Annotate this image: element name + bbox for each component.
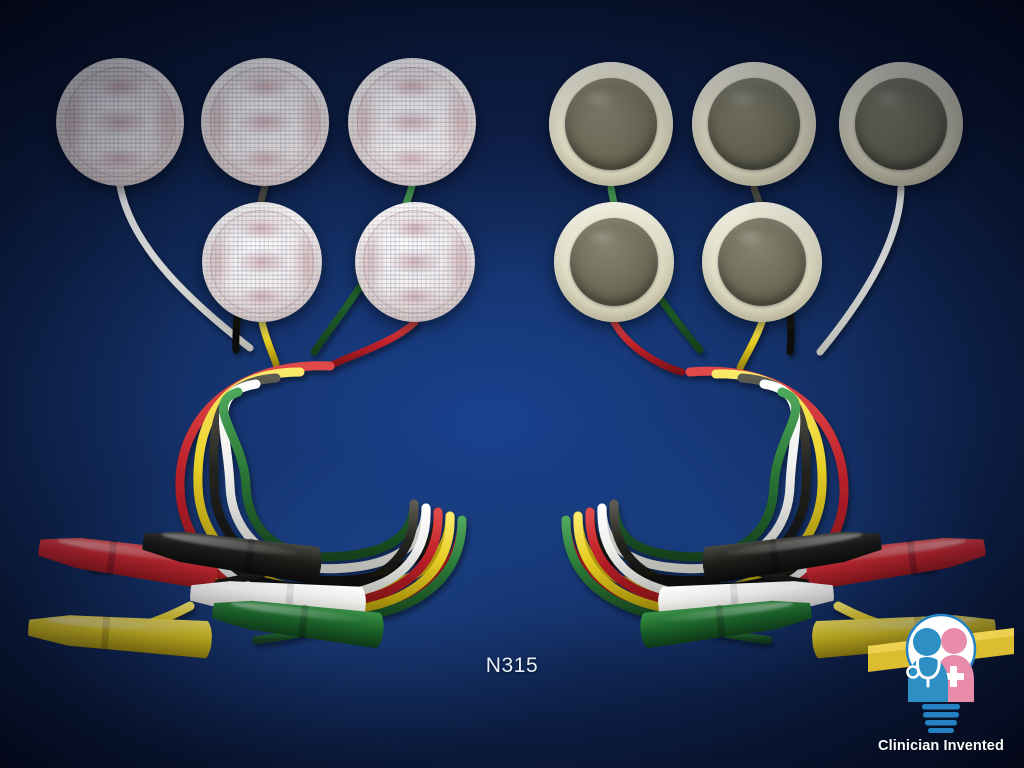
medical-cross-icon (943, 666, 964, 687)
logo-figure-blue-head (913, 628, 941, 656)
brand-logo-text: Clinician Invented (878, 738, 1004, 754)
logo-bulb-base (922, 704, 960, 733)
logo-figure-pink-head (941, 628, 967, 654)
lightbulb-logo-icon (868, 613, 1014, 733)
product-code-label: N315 (485, 654, 539, 677)
brand-logo[interactable]: Clinician Invented (866, 602, 1016, 760)
